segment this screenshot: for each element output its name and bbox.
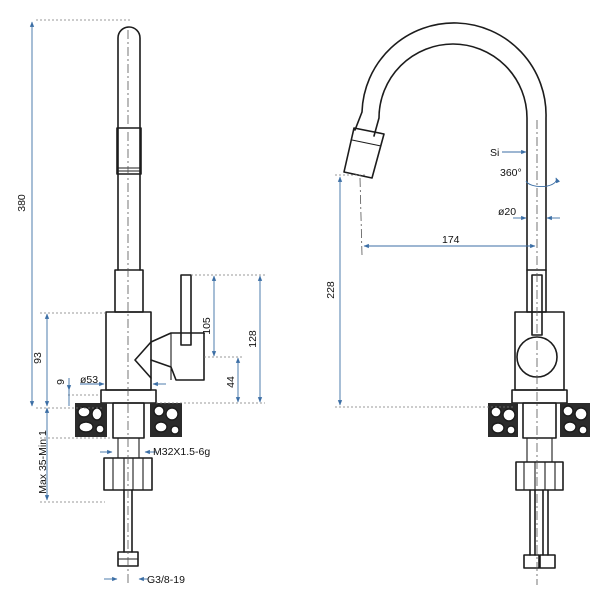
side-supply-hoses xyxy=(529,489,549,556)
side-view: 228 174 ø20 Si 360° xyxy=(325,22,590,585)
side-upper-body xyxy=(526,269,547,313)
dim-label-d20: ø20 xyxy=(498,206,516,218)
front-main-body xyxy=(105,311,152,391)
dim-label-d53: ø53 xyxy=(80,374,98,386)
front-shank xyxy=(112,402,145,439)
side-gooseneck-inner xyxy=(373,43,528,271)
side-gooseneck-outer xyxy=(354,22,547,271)
dim-label-9: 9 xyxy=(55,379,67,385)
side-mounting-nut xyxy=(515,461,564,491)
side-shank xyxy=(522,402,557,439)
dim-label-174: 174 xyxy=(442,234,460,246)
front-lever-bevel xyxy=(134,341,152,379)
front-lever-stem xyxy=(180,274,192,346)
front-spray-nozzle xyxy=(117,167,141,175)
front-upper-body xyxy=(114,269,144,313)
dim-label-44: 44 xyxy=(225,376,237,388)
dim-label-countertop: Max 35-Min 1 xyxy=(37,430,49,494)
dim-label-228: 228 xyxy=(325,281,337,299)
dim-arc-rotation xyxy=(525,177,561,187)
front-nut-ribs xyxy=(112,458,144,490)
front-spray-head xyxy=(116,127,142,175)
side-countertop-texture xyxy=(490,405,588,435)
front-view: 380 93 9 Max 35-Min 1 105 128 44 ø53 M32… xyxy=(16,19,265,586)
front-supply-hose xyxy=(123,489,133,553)
side-hose-fitting-left xyxy=(523,554,540,569)
dim-label-380: 380 xyxy=(16,194,28,212)
dim-label-hose-thread: G3/8-19 xyxy=(147,574,185,586)
side-nut-ribs xyxy=(523,462,556,490)
front-countertop-texture xyxy=(77,405,180,435)
side-spray-joint xyxy=(351,139,382,147)
dim-label-93: 93 xyxy=(32,352,44,364)
dim-label-105: 105 xyxy=(201,317,213,335)
front-spout-tube xyxy=(117,26,141,271)
front-lever-cartridge xyxy=(150,332,205,381)
dim-label-thread: M32X1.5-6g xyxy=(153,446,210,458)
front-base-ring xyxy=(100,389,157,404)
dim-label-si: Si xyxy=(490,147,499,159)
side-base-ring xyxy=(511,389,568,404)
dim-label-128: 128 xyxy=(247,330,259,348)
side-hose-fitting-right xyxy=(539,554,556,569)
dim-label-rotation: 360° xyxy=(500,167,522,179)
side-spray-head xyxy=(343,127,385,179)
